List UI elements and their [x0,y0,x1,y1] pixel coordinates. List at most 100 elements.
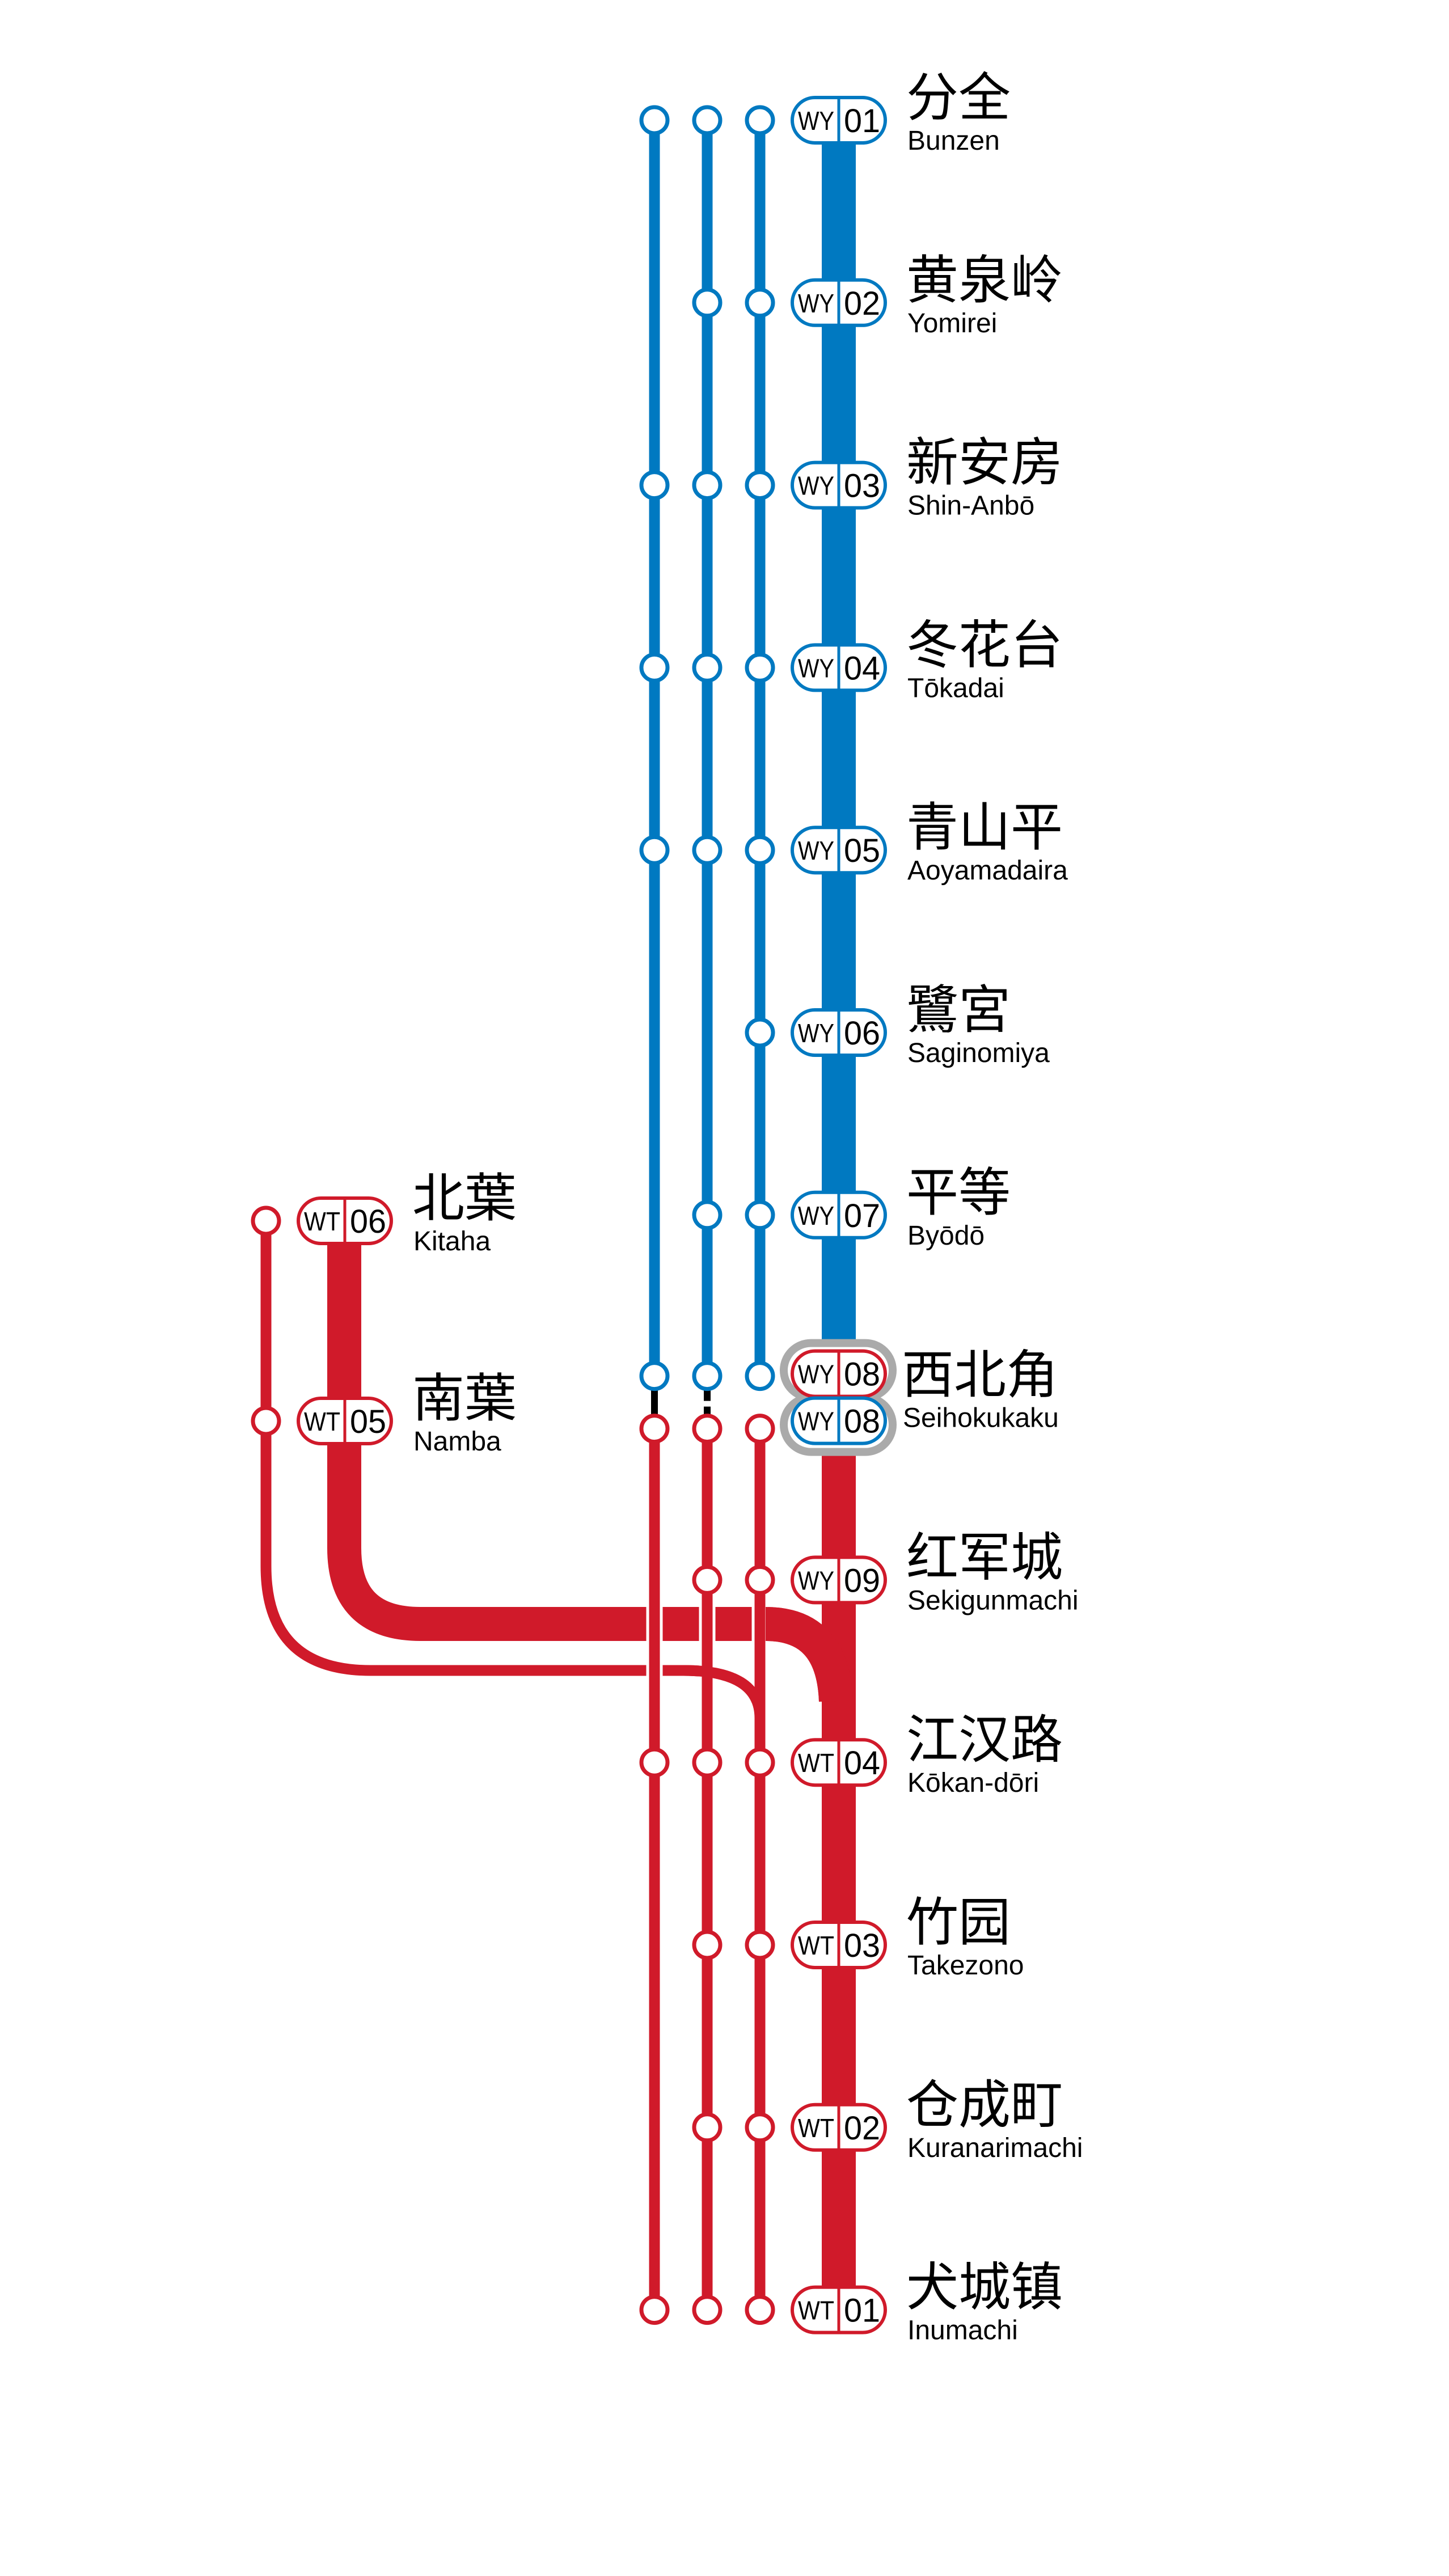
station-labels-layer: 分全Bunzen黄泉岭Yomirei新安房Shin-Anbō冬花台Tōkadai… [412,67,1083,2346]
station-number-badge: WY 05 [791,826,887,875]
station-name-zh: 新安房 [906,433,1063,493]
stop-marker [639,652,670,683]
branch-stop-marker [251,1406,281,1436]
station-number-badge: WY 09 [791,1555,887,1605]
badge-line-code: WY [798,1201,834,1230]
station-name-en: Sekigunmachi [907,1585,1079,1615]
stop-marker [692,470,723,501]
stop-marker [639,1361,670,1391]
stop-marker [692,652,723,683]
station-name-en: Tōkadai [907,673,1004,703]
station-name-zh: 黄泉岭 [906,250,1063,311]
stop-marker [692,105,723,136]
stop-marker [745,1361,775,1391]
station-name-zh: 青山平 [906,797,1063,858]
badge-line-code: WY [798,836,834,865]
station-name-zh: 南葉 [412,1368,517,1429]
badge-station-number: 05 [844,832,880,869]
badge-line-code: WT [798,2113,834,2143]
station-number-badge: WY 03 [791,460,887,510]
stop-marker [745,1564,775,1595]
stop-marker [692,835,723,865]
badge-line-code: WT [304,1407,340,1436]
badge-line-code: WY [798,1360,834,1389]
station-name-zh: 犬城镇 [906,2257,1063,2318]
station-number-badge: WT 05 [297,1397,393,1445]
station-name-zh: 分全 [906,67,1011,128]
station-name-en: Kuranarimachi [907,2133,1083,2163]
badge-station-number: 03 [844,1927,880,1964]
station-name-en: Byōdō [907,1221,985,1251]
stop-marker [745,2295,775,2325]
badge-station-number: 02 [844,2110,880,2147]
stop-marker [692,1361,723,1391]
badge-station-number: 09 [844,1562,880,1599]
station-name-en: Saginomiya [907,1038,1050,1068]
station-name-en: Seihokukaku [903,1403,1059,1433]
badge-station-number: 06 [350,1203,386,1240]
badge-line-code: WT [798,1931,834,1960]
stop-marker [639,1747,670,1778]
stop-marker [745,470,775,501]
station-number-badge: WY 04 [791,643,887,692]
station-number-badge: WY 07 [791,1190,887,1240]
stop-marker [745,105,775,136]
station-name-zh: 西北角 [902,1345,1058,1406]
station-name-zh: 冬花台 [906,615,1063,675]
badge-line-code: WY [798,471,834,501]
badge-station-number: 04 [844,650,880,687]
badge-station-number: 07 [844,1198,880,1234]
stop-marker [745,2112,775,2143]
stop-marker [745,835,775,865]
stop-marker [745,1747,775,1778]
badge-line-code: WY [798,653,834,683]
station-name-zh: 江汉路 [906,1710,1063,1770]
stop-marker [745,1930,775,1960]
badge-line-code: WY [798,1566,834,1595]
station-name-zh: 北葉 [412,1168,517,1229]
badge-line-code: WT [304,1207,340,1236]
badge-station-number: 03 [844,468,880,505]
station-name-en: Bunzen [907,126,1000,156]
station-name-en: Kōkan-dōri [907,1768,1039,1798]
station-name-zh: 红军城 [906,1527,1063,1588]
stop-marker [639,105,670,136]
station-name-en: Inumachi [907,2316,1018,2346]
stop-marker [745,1200,775,1230]
badge-station-number: 02 [844,285,880,322]
branch-thick-merge [765,1607,853,1702]
station-name-zh: 鷺宮 [906,980,1011,1040]
station-name-zh: 平等 [906,1162,1011,1223]
stop-marker [639,470,670,501]
stop-marker [692,1747,723,1778]
stop-markers-layer [251,105,775,2325]
station-name-zh: 竹园 [906,1892,1011,1953]
badge-station-number: 05 [350,1403,386,1440]
stop-marker [745,287,775,318]
stop-marker [692,1414,723,1444]
badge-station-number: 01 [844,103,880,139]
stop-marker [692,287,723,318]
badge-station-number: 08 [844,1403,880,1440]
branch-thin-merge [683,1665,766,1719]
station-name-en: Kitaha [413,1226,491,1257]
stop-marker [692,1200,723,1230]
stop-marker [692,2295,723,2325]
stop-marker [692,1564,723,1595]
stop-marker [639,1414,670,1444]
stop-marker [639,835,670,865]
badge-line-code: WY [798,1018,834,1048]
stop-marker [692,2112,723,2143]
station-name-en: Namba [413,1427,501,1457]
stop-marker [639,2295,670,2325]
branch-stop-marker [251,1205,281,1236]
